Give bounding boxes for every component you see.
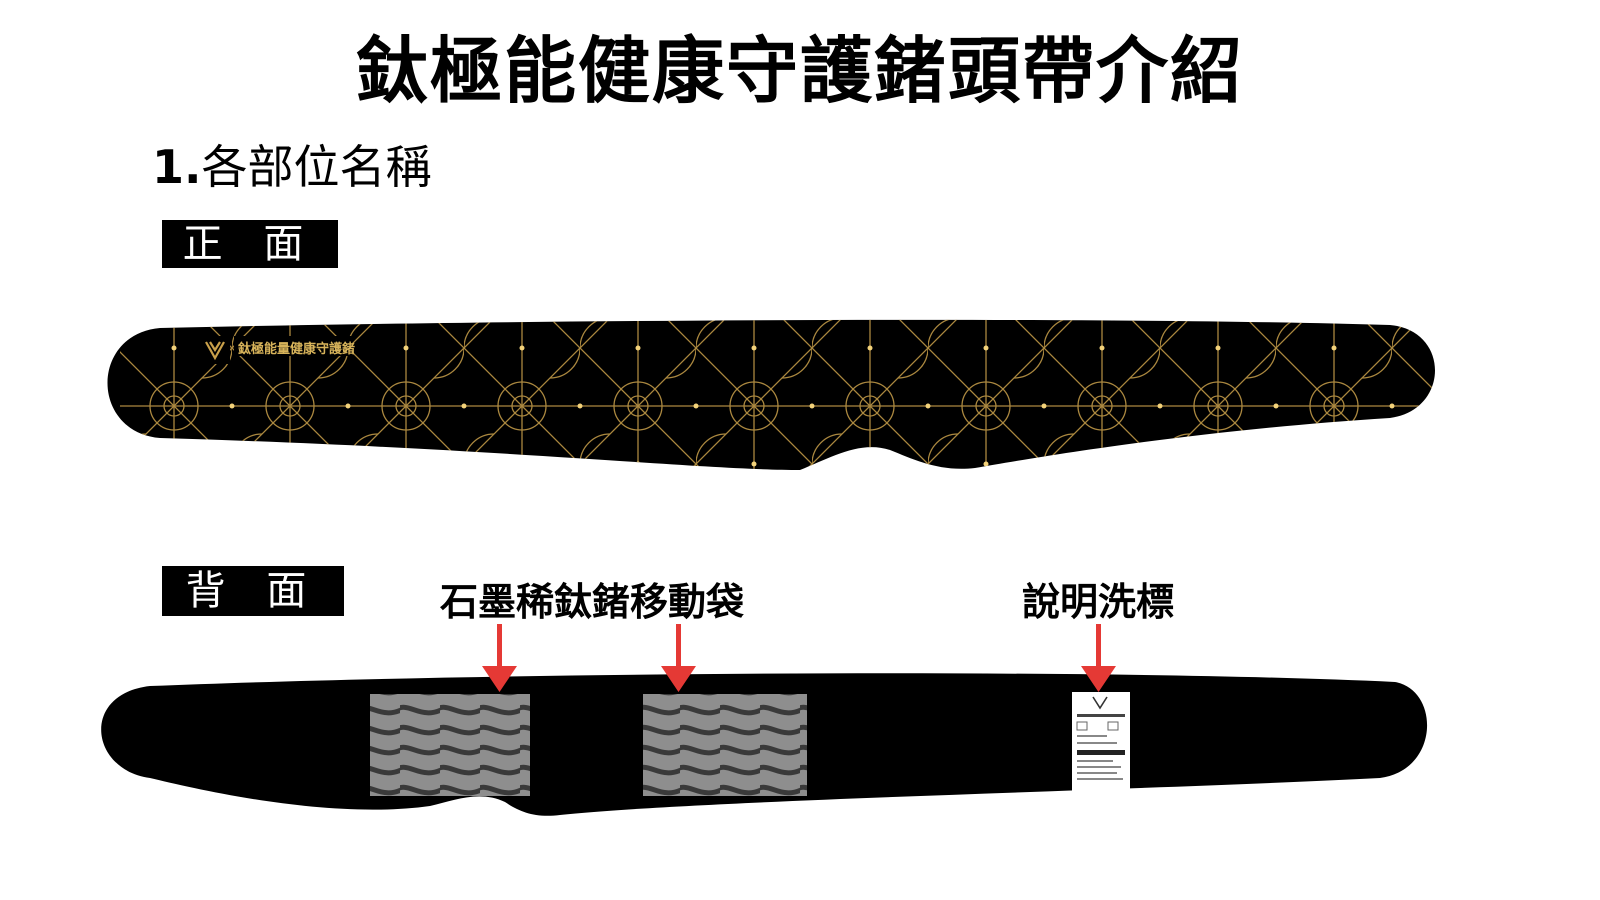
- callout-pockets: 石墨稀鈦鍺移動袋: [440, 580, 745, 624]
- section-text: 各部位名稱: [201, 140, 432, 194]
- care-label-tag: [1072, 692, 1130, 792]
- front-label-badge: 正 面: [162, 220, 338, 268]
- brand-logo-icon: [200, 336, 230, 364]
- callout-care-label: 說明洗標: [1022, 580, 1175, 624]
- front-band-pattern: [120, 319, 1435, 470]
- pocket-right: [643, 694, 807, 796]
- arrow-pocket-left: [482, 624, 517, 692]
- arrow-pocket-right: [661, 624, 696, 692]
- arrow-care-label: [1081, 624, 1116, 692]
- back-label-badge: 背 面: [162, 566, 344, 616]
- section-number: 1.: [152, 140, 202, 194]
- brand-logo-text: 鈦極能量健康守護鍺: [238, 341, 355, 357]
- page-title: 鈦極能健康守護鍺頭帶介紹: [355, 29, 1244, 113]
- section-heading: 1.各部位名稱: [152, 140, 431, 195]
- pocket-left: [370, 694, 530, 796]
